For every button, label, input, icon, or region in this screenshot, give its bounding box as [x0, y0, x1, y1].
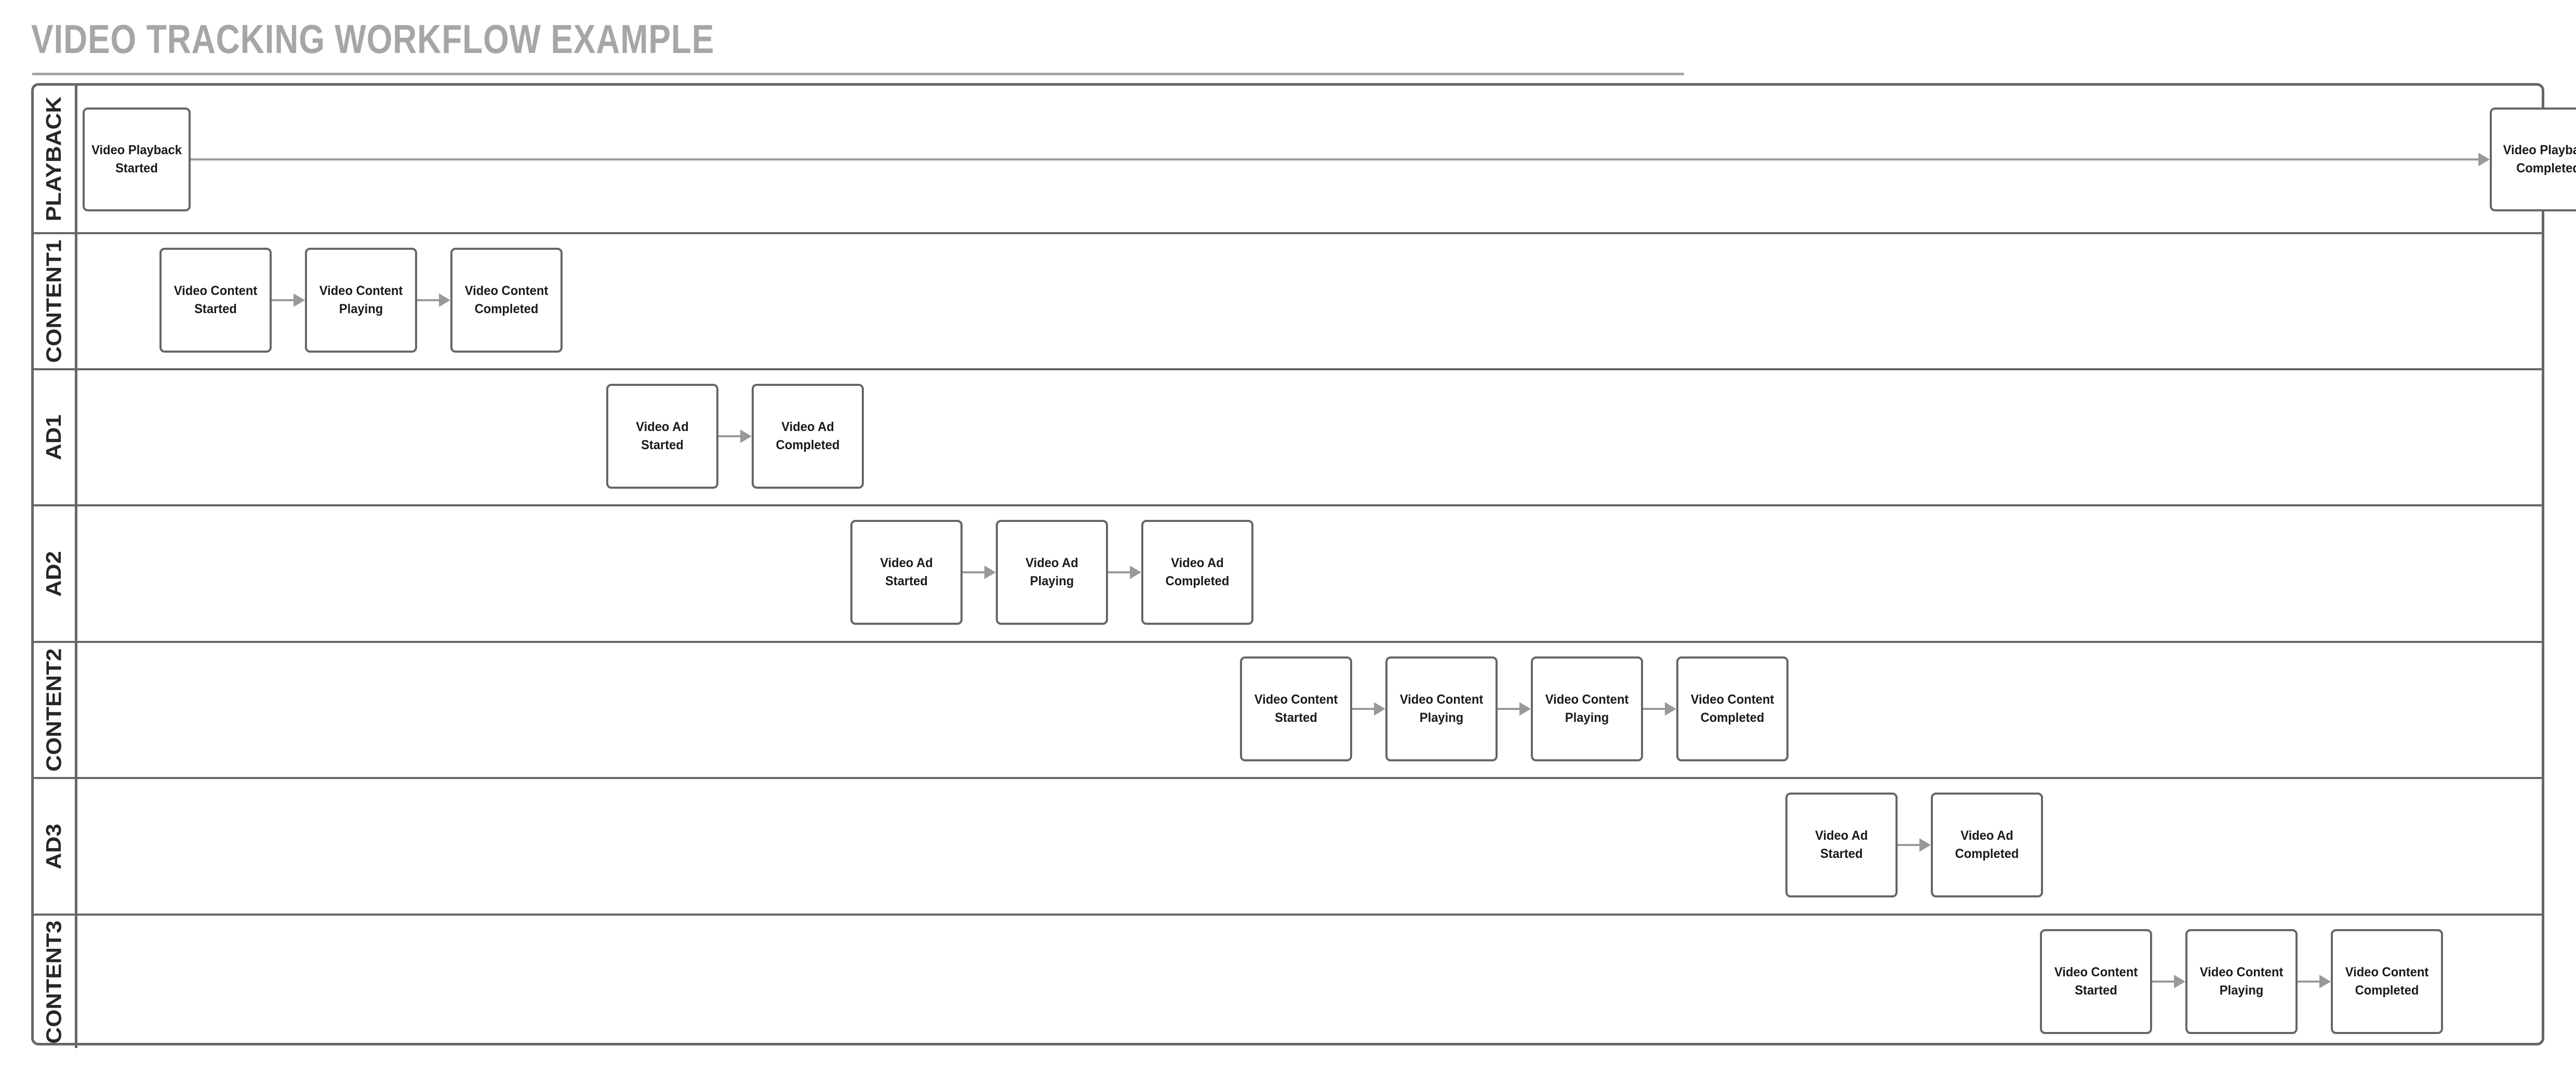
lane-header-content2: CONTENT2: [34, 643, 77, 777]
lane-label: AD3: [42, 823, 66, 869]
lane-body-ad2: Video Ad Started Video Ad Playing Video …: [77, 506, 2542, 641]
node-label: Video Content Playing: [1399, 692, 1484, 726]
lane-body-ad1: Video Ad Started Video Ad Completed: [77, 370, 2542, 504]
node-label: Video Ad Completed: [1165, 555, 1230, 589]
node-video-content-playing[interactable]: Video Content Playing: [305, 248, 417, 353]
node-video-ad-playing[interactable]: Video Ad Playing: [996, 520, 1108, 625]
node-label: Video Ad Started: [1815, 828, 1868, 862]
node-label: Video Content Completed: [1690, 692, 1774, 726]
node-label: Video Ad Started: [880, 555, 933, 589]
node-video-content-playing-2[interactable]: Video Content Playing: [1531, 656, 1643, 761]
connector: [963, 571, 984, 573]
swimlane-ad2: AD2 Video Ad Started Video Ad Playing Vi…: [34, 506, 2542, 643]
arrow-head-icon: [2319, 975, 2331, 988]
lane-header-content1: CONTENT1: [34, 234, 77, 368]
connector: [1898, 844, 1919, 846]
lane-body-content1: Video Content Started Video Content Play…: [77, 234, 2542, 368]
arrow-head-icon: [2478, 153, 2490, 166]
connector: [1498, 708, 1519, 710]
node-label: Video Content Playing: [319, 283, 403, 317]
arrow-head-icon: [1374, 702, 1385, 716]
lane-label: AD2: [42, 551, 66, 597]
swimlane-content3: CONTENT3 Video Content Started Video Con…: [34, 916, 2542, 1048]
arrow-head-icon: [984, 566, 996, 579]
connector: [718, 435, 740, 437]
lane-label: AD1: [42, 414, 66, 461]
connector: [272, 299, 293, 301]
connector: [2298, 981, 2319, 983]
arrow-head-icon: [1519, 702, 1531, 716]
arrow-head-icon: [2174, 975, 2185, 988]
connector: [1643, 708, 1665, 710]
node-video-content-completed[interactable]: Video Content Completed: [1676, 656, 1788, 761]
node-label: Video Ad Completed: [1955, 828, 2019, 862]
node-video-content-playing[interactable]: Video Content Playing: [1385, 656, 1498, 761]
lane-label: PLAYBACK: [42, 96, 66, 222]
swimlane-content2: CONTENT2 Video Content Started Video Con…: [34, 643, 2542, 779]
node-label: Video Playback Completed: [2503, 142, 2576, 176]
title-divider: [32, 73, 1684, 75]
node-video-ad-started[interactable]: Video Ad Started: [1785, 793, 1898, 897]
swimlane-ad1: AD1 Video Ad Started Video Ad Completed: [34, 370, 2542, 506]
node-video-ad-completed[interactable]: Video Ad Completed: [752, 384, 864, 489]
lane-label: CONTENT1: [42, 239, 66, 363]
lane-label: CONTENT2: [42, 648, 66, 772]
node-label: Video Content Completed: [464, 283, 549, 317]
lane-header-ad3: AD3: [34, 779, 77, 914]
node-video-content-started[interactable]: Video Content Started: [1240, 656, 1352, 761]
node-video-ad-started[interactable]: Video Ad Started: [850, 520, 963, 625]
lane-body-ad3: Video Ad Started Video Ad Completed: [77, 779, 2542, 914]
swimlane-playback: PLAYBACK Video Playback Started Video Pl…: [34, 86, 2576, 234]
lane-label: CONTENT3: [42, 920, 66, 1044]
node-label: Video Ad Started: [636, 419, 689, 453]
node-label: Video Playback Started: [91, 142, 182, 176]
lane-body-content3: Video Content Started Video Content Play…: [77, 916, 2542, 1048]
lane-header-ad2: AD2: [34, 506, 77, 641]
swimlane-pool: PLAYBACK Video Playback Started Video Pl…: [31, 83, 2576, 1048]
node-video-playback-started[interactable]: Video Playback Started: [83, 108, 191, 211]
connector: [2152, 981, 2174, 983]
arrow-head-icon: [1130, 566, 1141, 579]
node-video-ad-completed[interactable]: Video Ad Completed: [1931, 793, 2043, 897]
connector: [1352, 708, 1374, 710]
node-video-ad-started[interactable]: Video Ad Started: [606, 384, 718, 489]
node-label: Video Content Started: [2054, 964, 2138, 998]
connector: [1108, 571, 1130, 573]
swimlane-content1: CONTENT1 Video Content Started Video Con…: [34, 234, 2542, 370]
lane-body-content2: Video Content Started Video Content Play…: [77, 643, 2542, 777]
node-video-content-started[interactable]: Video Content Started: [159, 248, 272, 353]
node-video-ad-completed[interactable]: Video Ad Completed: [1141, 520, 1253, 625]
node-label: Video Content Playing: [2199, 964, 2284, 998]
node-video-content-playing[interactable]: Video Content Playing: [2185, 929, 2298, 1034]
arrow-head-icon: [439, 293, 450, 307]
connector: [417, 299, 439, 301]
arrow-head-icon: [1919, 838, 1931, 852]
node-video-content-completed[interactable]: Video Content Completed: [2331, 929, 2443, 1034]
arrow-head-icon: [1665, 702, 1676, 716]
page-title: VIDEO TRACKING WORKFLOW EXAMPLE: [31, 16, 715, 62]
node-label: Video Content Completed: [2345, 964, 2429, 998]
lane-body-playback: Video Playback Started Video Playback Co…: [77, 86, 2576, 232]
node-video-content-completed[interactable]: Video Content Completed: [450, 248, 563, 353]
node-label: Video Ad Completed: [776, 419, 840, 453]
arrow-head-icon: [740, 430, 752, 443]
swimlane-ad3: AD3 Video Ad Started Video Ad Completed: [34, 779, 2542, 916]
node-video-content-started[interactable]: Video Content Started: [2040, 929, 2152, 1034]
lane-header-ad1: AD1: [34, 370, 77, 504]
node-label: Video Content Started: [173, 283, 258, 317]
node-label: Video Content Started: [1254, 692, 1338, 726]
node-video-playback-completed[interactable]: Video Playback Completed: [2490, 108, 2576, 211]
arrow-head-icon: [293, 293, 305, 307]
connector: [191, 158, 2478, 160]
lane-header-playback: PLAYBACK: [34, 86, 77, 232]
lane-header-content3: CONTENT3: [34, 916, 77, 1048]
node-label: Video Ad Playing: [1025, 555, 1078, 589]
node-label: Video Content Playing: [1545, 692, 1629, 726]
